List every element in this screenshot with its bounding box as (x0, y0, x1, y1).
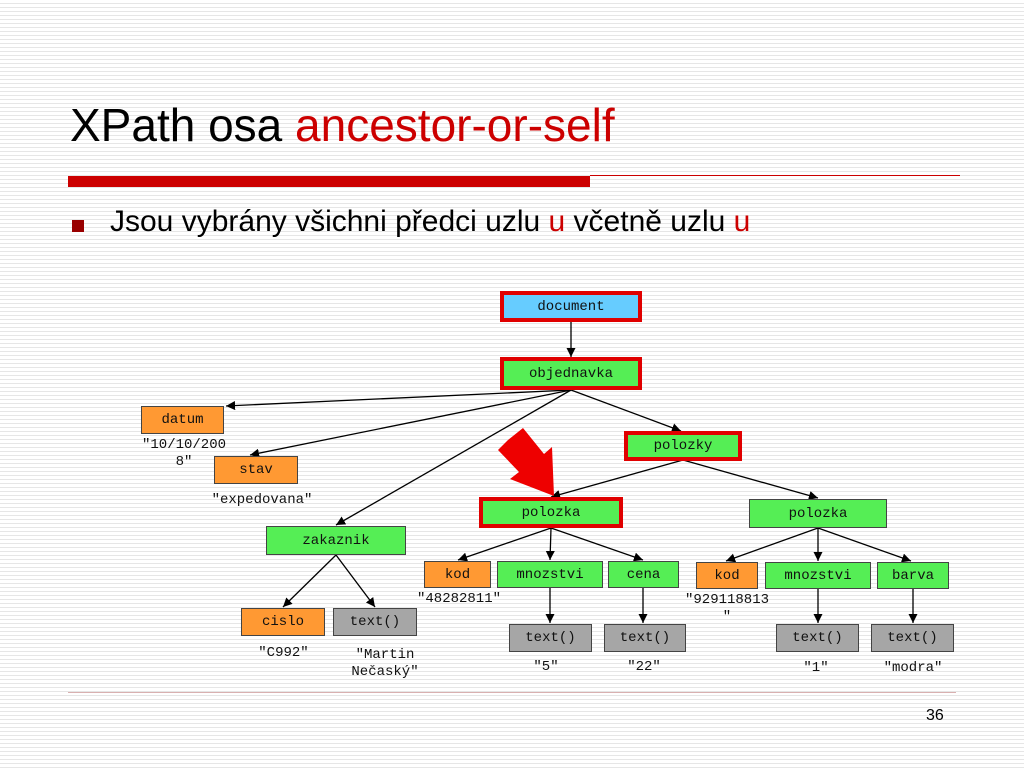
edge-polozka1-kod (457, 527, 552, 562)
edge-objednavka-polozky (570, 389, 682, 433)
node-text-cena: text() (604, 624, 686, 652)
edge-polozky-polozka1 (550, 459, 684, 499)
title-accent: ancestor-or-self (295, 99, 615, 151)
page-number: 36 (926, 707, 944, 724)
value-text-mnozstvi: "5" (533, 659, 559, 675)
edge-zakaznik-text (335, 554, 376, 608)
edge-objednavka-zakaznik (335, 389, 572, 526)
bullet-text: Jsou vybrány všichni předci uzlu u včetn… (110, 204, 750, 240)
edge-objednavka-stav (249, 389, 572, 458)
value-cislo: "C992" (258, 645, 309, 661)
edge-polozky-polozka2 (682, 459, 819, 500)
edge-polozka1-mnozstvi (545, 527, 555, 561)
title-underline-thin (590, 175, 960, 176)
bullet-mid: včetně uzlu (565, 205, 734, 238)
footer-divider (68, 692, 956, 693)
value-datum: "10/10/200 8" (141, 437, 226, 470)
value-kod: "48282811" (416, 591, 501, 607)
value-text-mnozstvi-2: "1" (803, 660, 829, 676)
edge-polozka2-kod (725, 527, 819, 563)
slide-title: XPath osa ancestor-or-self (70, 100, 615, 151)
node-barva: barva (877, 562, 949, 589)
node-u-label-2: u (733, 205, 751, 238)
node-polozka-context: polozka (479, 497, 623, 528)
node-stav: stav (214, 456, 298, 484)
node-datum: datum (141, 406, 224, 434)
node-text-barva: text() (871, 624, 954, 652)
node-zakaznik: zakaznik (266, 526, 406, 555)
edge-polozka1-cena (550, 527, 644, 562)
value-text-cena: "22" (627, 659, 661, 675)
node-objednavka: objednavka (500, 357, 642, 390)
bullet-square-icon (72, 220, 84, 232)
node-text-zakaznik: text() (333, 608, 417, 636)
node-kod-2: kod (696, 562, 758, 589)
node-cena: cena (608, 561, 679, 588)
bullet-prefix: Jsou vybrány všichni předci uzlu (110, 205, 549, 238)
node-kod: kod (424, 561, 491, 588)
node-text-mnozstvi: text() (509, 624, 592, 652)
value-kod-2: "929118813 " (684, 592, 769, 625)
node-polozky: polozky (624, 431, 742, 461)
node-mnozstvi: mnozstvi (497, 561, 603, 588)
node-u-label: u (548, 205, 566, 238)
edge-zakaznik-cislo (282, 554, 337, 608)
value-text-zakaznik: "Martin Nečaský" (351, 647, 419, 680)
value-text-barva: "modra" (883, 660, 943, 676)
node-polozka: polozka (749, 499, 887, 528)
edge-objednavka-datum (225, 389, 572, 411)
title-main: XPath osa (70, 99, 296, 151)
node-mnozstvi-2: mnozstvi (765, 562, 871, 589)
edge-polozka2-barva (817, 527, 912, 563)
node-text-mnozstvi-2: text() (776, 624, 859, 652)
title-underline (68, 176, 590, 187)
node-cislo: cislo (241, 608, 325, 636)
value-stav: "expedovana" (211, 492, 313, 508)
context-pointer-arrow (498, 428, 554, 496)
node-document: document (500, 291, 642, 322)
